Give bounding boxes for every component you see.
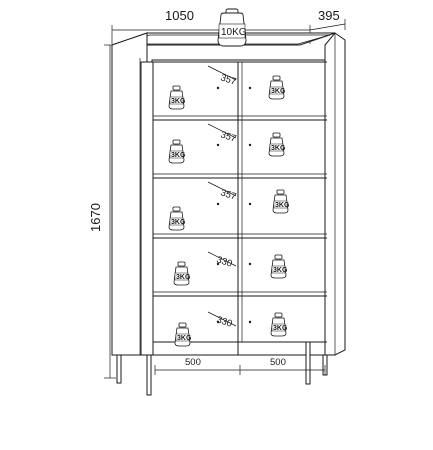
height-dimension: 1670	[88, 44, 116, 379]
weight-label: 3KG	[271, 88, 286, 95]
shelf-depth-5: 330	[215, 314, 233, 329]
height-label: 1670	[88, 203, 103, 232]
weight-icon: 3KG	[272, 189, 290, 214]
compartment-width-dimensions: 500 500	[154, 357, 326, 375]
compartment-width-right: 500	[270, 357, 286, 368]
weight-icon: 3KG	[173, 261, 191, 286]
shelves	[153, 115, 327, 343]
top-weight-icon: 10KG	[217, 8, 247, 47]
weight-label: 3KG	[273, 267, 288, 274]
width-label: 1050	[165, 8, 194, 23]
weight-label: 3KG	[271, 145, 286, 152]
shelf-depth-1: 357	[219, 72, 237, 87]
leg-front-left	[116, 354, 122, 384]
weight-label: 3KG	[273, 325, 288, 332]
shelf-depth-4: 330	[215, 254, 233, 269]
shelf-depth-2: 357	[219, 129, 237, 144]
shelf-weight-icons: 3KG 3KG 3KG 3KG 3KG	[168, 75, 290, 347]
weight-label: 3KG	[177, 335, 192, 342]
leg-back-right	[305, 341, 311, 385]
weight-label: 3KG	[176, 274, 191, 281]
weight-icon: 3KG	[168, 85, 186, 110]
shelf-depth-annotations: 357 357 357 330 330	[207, 65, 238, 330]
weight-icon: 3KG	[270, 312, 288, 337]
shelf-pins	[216, 86, 252, 324]
weight-icon: 3KG	[174, 322, 192, 347]
weight-icon: 3KG	[270, 254, 288, 279]
weight-label: 3KG	[275, 202, 290, 209]
weight-label: 3KG	[171, 152, 186, 159]
depth-label: 395	[318, 8, 340, 23]
leg-back-left	[146, 354, 152, 396]
cabinet-body: 357 357 357 330 330	[111, 32, 346, 396]
weight-icon: 3KG	[168, 206, 186, 231]
weight-label: 3KG	[171, 219, 186, 226]
depth-dimension: 395	[309, 8, 346, 31]
left-frame	[140, 61, 154, 356]
compartment-width-left: 500	[185, 357, 201, 368]
weight-label: 3KG	[171, 98, 186, 105]
weight-icon: 3KG	[168, 139, 186, 164]
width-dimension: 1050	[111, 8, 311, 44]
top-weight-label: 10KG	[221, 27, 247, 38]
weight-icon: 3KG	[268, 132, 286, 157]
weight-icon: 3KG	[268, 75, 286, 100]
shelf-depth-3: 357	[219, 187, 237, 202]
